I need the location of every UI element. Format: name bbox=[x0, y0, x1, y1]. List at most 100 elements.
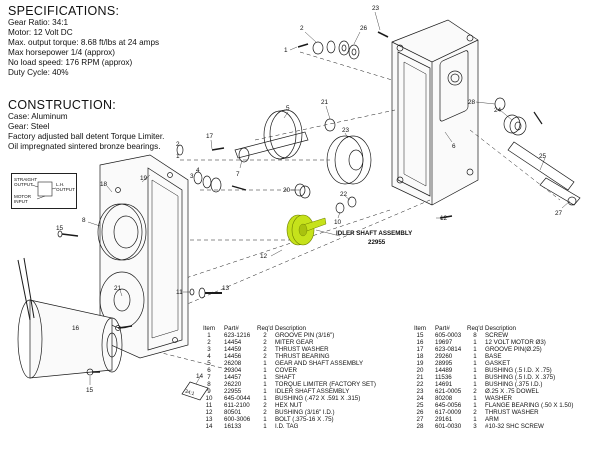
cell-description: GROOVE PIN(Ø.25) bbox=[485, 346, 542, 353]
part-label: 2 bbox=[176, 141, 180, 148]
part-label: 8 bbox=[82, 217, 86, 224]
cell-part-number: 14456 bbox=[224, 353, 242, 360]
part-label: 24 bbox=[494, 107, 502, 114]
part-label: 7 bbox=[236, 171, 240, 178]
construction-line: Factory adjusted ball detent Torque Limi… bbox=[8, 132, 165, 141]
cell-description: TORQUE LIMITER (FACTORY SET) bbox=[275, 381, 376, 388]
cell-item: 21 bbox=[416, 374, 424, 381]
cell-reqd: 1 bbox=[473, 416, 477, 423]
idler-callout-number: 22955 bbox=[368, 239, 386, 246]
cell-reqd: 2 bbox=[263, 353, 267, 360]
part-label: 17 bbox=[206, 133, 214, 140]
cell-part-number: 601-0030 bbox=[435, 423, 462, 430]
specifications-block: SPECIFICATIONS: Gear Ratio: 34:1 Motor: … bbox=[8, 4, 159, 78]
cell-description: BUSHING (.472 X .591 X .315) bbox=[275, 395, 361, 402]
part-label: 27 bbox=[555, 210, 563, 217]
cell-part-number: 645-0056 bbox=[435, 402, 462, 409]
cell-part-number: 80501 bbox=[224, 409, 242, 416]
cell-description: IDLER SHAFT ASSEMBLY bbox=[275, 388, 350, 395]
header-description: Description bbox=[275, 325, 306, 332]
part-label: 19 bbox=[140, 175, 148, 182]
part-label: 20 bbox=[283, 187, 291, 194]
construction-block: CONSTRUCTION: Case: Aluminum Gear: Steel… bbox=[8, 98, 164, 152]
cell-part-number: 14454 bbox=[224, 339, 242, 346]
part-label: 23 bbox=[342, 127, 350, 134]
part-label: 1 bbox=[176, 153, 180, 160]
cell-item: 9 bbox=[207, 388, 211, 395]
cell-part-number: 19697 bbox=[435, 339, 453, 346]
cell-reqd: 8 bbox=[473, 332, 477, 339]
cell-part-number: 623-0814 bbox=[435, 346, 462, 353]
cell-description: 12 VOLT MOTOR Ø3) bbox=[485, 339, 546, 346]
cell-reqd: 1 bbox=[263, 395, 267, 402]
cell-description: Ø.25 X .75 DOWEL bbox=[485, 388, 539, 395]
cell-description: THRUST WASHER bbox=[485, 409, 539, 416]
cell-part-number: 22955 bbox=[224, 388, 242, 395]
cell-reqd: 1 bbox=[263, 374, 267, 381]
cell-item: 20 bbox=[416, 367, 424, 374]
sticker-box-icon bbox=[31, 181, 57, 200]
cell-description: BUSHING (.5 I.D. X .75) bbox=[485, 367, 552, 374]
part-label: 16 bbox=[72, 325, 80, 332]
cell-reqd: 1 bbox=[263, 360, 267, 367]
part-label: 15 bbox=[56, 225, 64, 232]
table-row: 17 623-0814 1 GROOVE PIN(Ø.25) bbox=[405, 346, 595, 353]
cell-part-number: 28995 bbox=[435, 360, 453, 367]
cell-part-number: 14489 bbox=[435, 367, 453, 374]
cell-item: 1 bbox=[207, 332, 211, 339]
cell-description: BOLT (.375-16 X .75) bbox=[275, 416, 334, 423]
cell-reqd: 2 bbox=[263, 409, 267, 416]
part-label: 10 bbox=[334, 219, 342, 226]
cell-description: ARM bbox=[485, 416, 499, 423]
cell-reqd: 2 bbox=[263, 332, 267, 339]
cell-item: 26 bbox=[416, 409, 424, 416]
cell-reqd: 1 bbox=[473, 367, 477, 374]
header-part: Part# bbox=[435, 325, 450, 332]
cell-reqd: 1 bbox=[473, 346, 477, 353]
part-label: 5 bbox=[286, 105, 290, 112]
motor-input-label: MOTOR INPUT bbox=[14, 194, 32, 204]
cell-part-number: 611-2100 bbox=[224, 402, 250, 409]
cell-description: FLANGE BEARING (.50 X 1.50) bbox=[485, 402, 574, 409]
spec-line: Motor: 12 Volt DC bbox=[8, 28, 73, 37]
cell-item: 8 bbox=[207, 381, 211, 388]
construction-heading: CONSTRUCTION: bbox=[8, 98, 117, 112]
spec-line: Max horsepower 1/4 (approx) bbox=[8, 48, 115, 57]
spec-line: Max. output torque: 8.68 ft/lbs at 24 am… bbox=[8, 38, 160, 47]
cell-item: 16 bbox=[416, 339, 424, 346]
cell-item: 12 bbox=[205, 409, 213, 416]
part-label: 15 bbox=[86, 387, 94, 394]
part-label: 28 bbox=[468, 99, 476, 106]
cell-item: 2 bbox=[207, 339, 211, 346]
cell-part-number: 29260 bbox=[435, 353, 453, 360]
cell-item: 17 bbox=[416, 346, 424, 353]
cell-item: 14 bbox=[205, 423, 213, 430]
cell-reqd: 2 bbox=[263, 402, 267, 409]
cell-part-number: 14459 bbox=[224, 346, 242, 353]
cell-reqd: 1 bbox=[263, 416, 267, 423]
cell-item: 27 bbox=[416, 416, 424, 423]
cell-item: 24 bbox=[416, 395, 424, 402]
cell-item: 10 bbox=[205, 395, 213, 402]
part-label: 23 bbox=[372, 5, 380, 12]
cell-item: 4 bbox=[207, 353, 211, 360]
cell-part-number: 600-3006 bbox=[224, 416, 251, 423]
cell-item: 11 bbox=[205, 402, 213, 409]
cell-description: THRUST BEARING bbox=[275, 353, 330, 360]
cell-item: 6 bbox=[207, 367, 211, 374]
cell-description: GEAR AND SHAFT ASSEMBLY bbox=[275, 360, 364, 367]
table-row: 27 29161 1 ARM bbox=[405, 416, 595, 423]
cell-item: 3 bbox=[207, 346, 211, 353]
cell-item: 7 bbox=[207, 374, 211, 381]
cell-part-number: 605-0003 bbox=[435, 332, 462, 339]
cell-part-number: 617-0009 bbox=[435, 409, 462, 416]
cell-part-number: 29161 bbox=[435, 416, 453, 423]
header-item: Item bbox=[413, 325, 427, 332]
cell-description: BUSHING (3/16" I.D.) bbox=[275, 409, 335, 416]
